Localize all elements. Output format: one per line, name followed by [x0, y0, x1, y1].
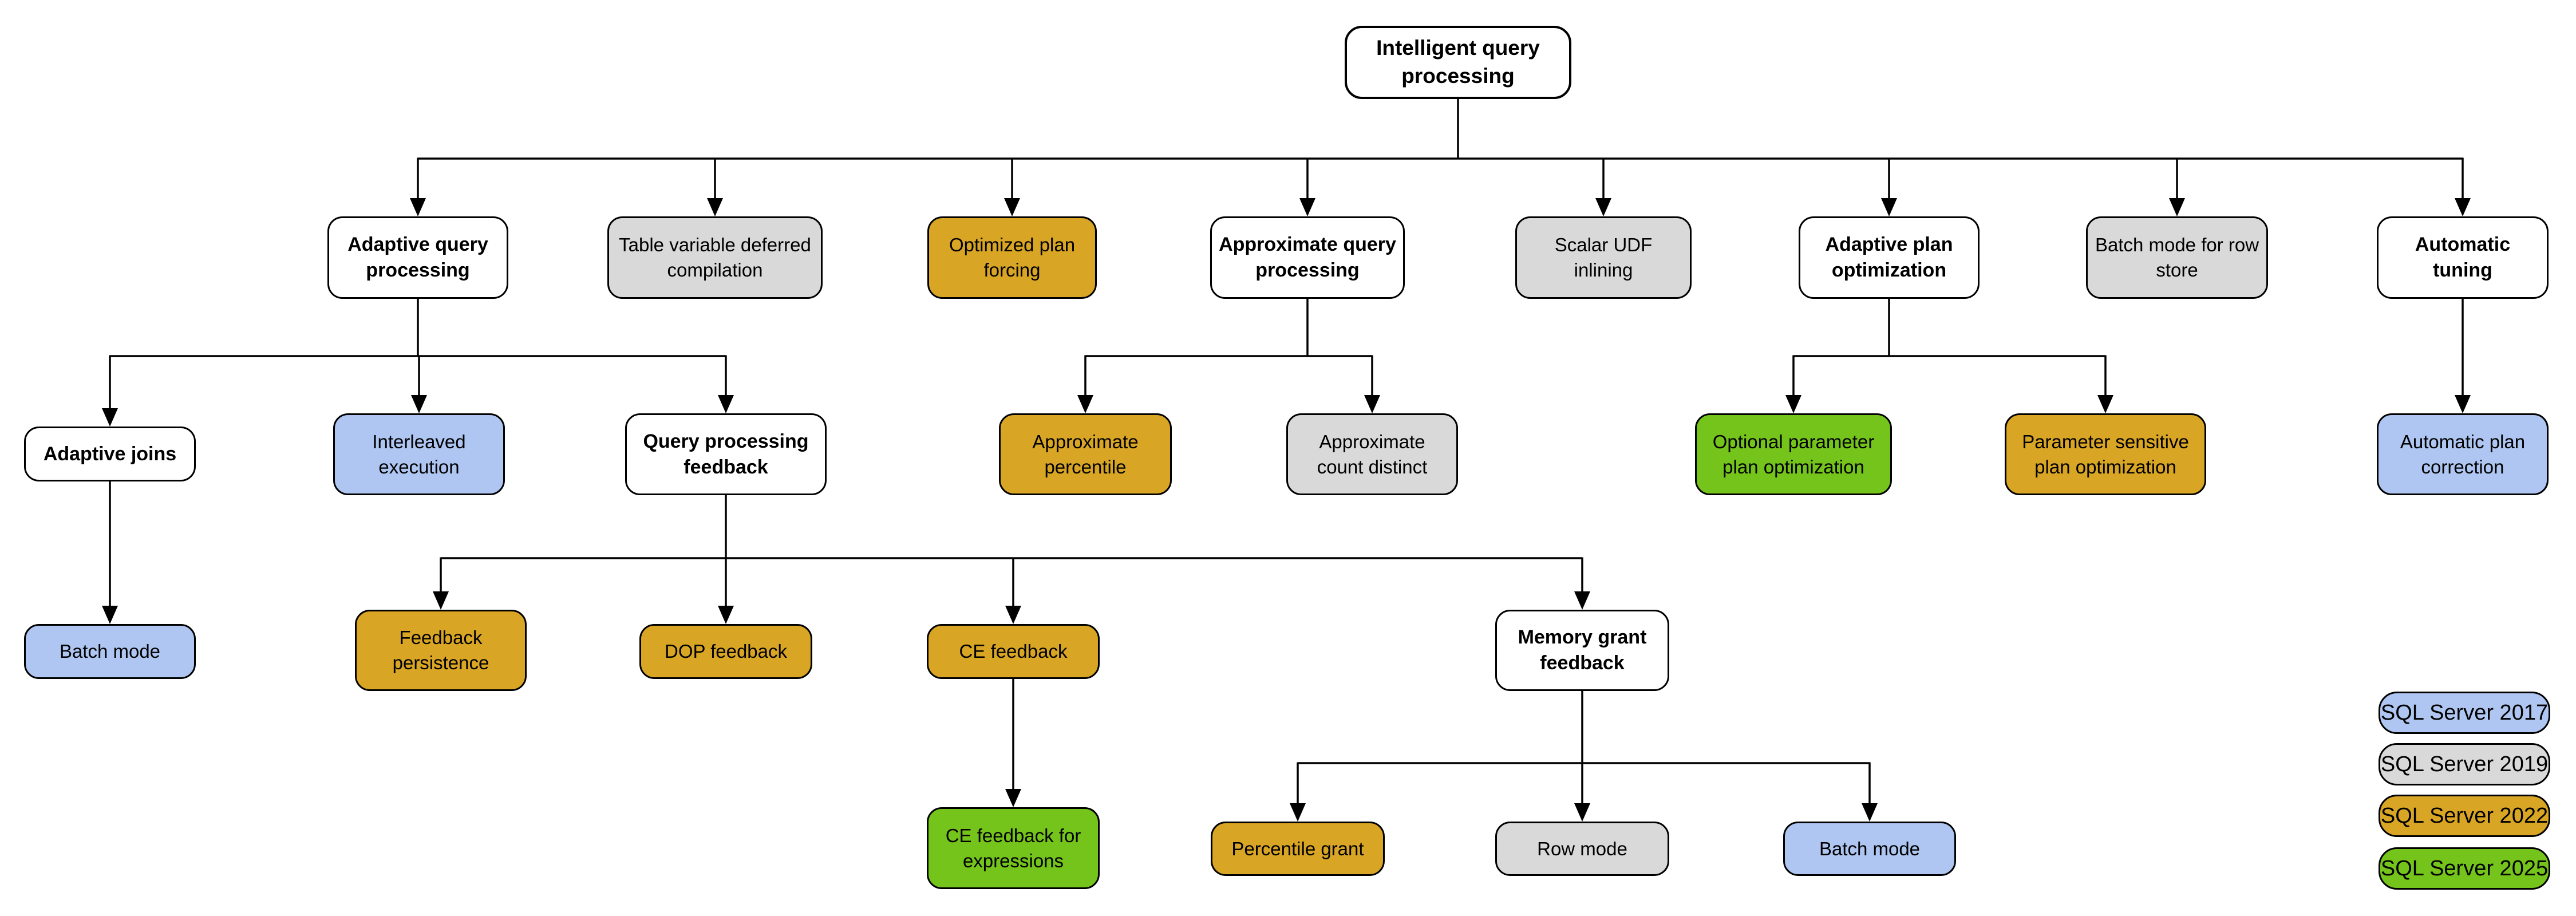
- arrowhead-icon: [2169, 198, 2185, 216]
- legend-item-sql2022: SQL Server 2022: [2379, 795, 2550, 837]
- node-cef: CE feedback: [927, 624, 1100, 679]
- node-label: Parameter sensitive plan optimization: [2022, 431, 2189, 477]
- node-acd: Approximate count distinct: [1286, 413, 1458, 495]
- arrowhead-icon: [102, 408, 118, 427]
- node-apc: Automatic plan correction: [2377, 413, 2549, 495]
- arrowhead-icon: [1299, 198, 1315, 216]
- node-label: Automatic tuning: [2415, 234, 2511, 281]
- node-cefe: CE feedback for expressions: [927, 807, 1100, 889]
- arrowhead-icon: [433, 591, 449, 610]
- node-label: Adaptive plan optimization: [1825, 234, 1953, 281]
- node-bmrs: Batch mode for row store: [2086, 216, 2268, 299]
- legend-item-sql2017: SQL Server 2017: [2379, 692, 2550, 734]
- arrowhead-icon: [1574, 803, 1590, 822]
- node-label: Row mode: [1537, 838, 1627, 859]
- node-label: Automatic plan correction: [2400, 431, 2526, 477]
- arrowhead-icon: [2097, 395, 2113, 413]
- node-bm2: Batch mode: [1783, 822, 1956, 876]
- arrowhead-icon: [1862, 803, 1878, 822]
- legend-item-sql2019: SQL Server 2019: [2379, 743, 2550, 785]
- node-label: Feedback persistence: [392, 627, 489, 673]
- legend-label: SQL Server 2017: [2380, 700, 2549, 725]
- arrowhead-icon: [1004, 198, 1020, 216]
- node-tvdc: Table variable deferred compilation: [607, 216, 823, 299]
- arrowhead-icon: [102, 606, 118, 624]
- node-bm1: Batch mode: [24, 624, 196, 679]
- arrowhead-icon: [1364, 395, 1380, 413]
- legend-label: SQL Server 2022: [2380, 803, 2549, 828]
- node-at: Automatic tuning: [2377, 216, 2549, 299]
- legend-item-sql2025: SQL Server 2025: [2379, 847, 2550, 890]
- arrowhead-icon: [1595, 198, 1611, 216]
- node-ie: Interleaved execution: [333, 413, 505, 495]
- node-label: CE feedback: [959, 641, 1068, 662]
- node-label: Optional parameter plan optimization: [1712, 431, 1875, 477]
- legend-label: SQL Server 2019: [2380, 752, 2549, 776]
- arrowhead-icon: [1077, 395, 1093, 413]
- arrowhead-icon: [718, 395, 734, 413]
- node-opf: Optimized plan forcing: [927, 216, 1097, 299]
- node-ap: Approximate percentile: [999, 413, 1172, 495]
- node-label: Optimized plan forcing: [949, 234, 1076, 281]
- arrowhead-icon: [1785, 395, 1801, 413]
- arrowhead-icon: [707, 198, 723, 216]
- node-mgf: Memory grant feedback: [1495, 610, 1669, 691]
- node-label: DOP feedback: [664, 641, 788, 662]
- node-label: Interleaved execution: [372, 431, 466, 477]
- arrowhead-icon: [1881, 198, 1897, 216]
- node-label: Batch mode: [1819, 838, 1921, 859]
- node-label: Adaptive query processing: [347, 234, 488, 281]
- arrowhead-icon: [2455, 198, 2471, 216]
- node-label: Scalar UDF inlining: [1554, 234, 1653, 281]
- arrowhead-icon: [410, 198, 426, 216]
- node-label: Adaptive joins: [43, 443, 177, 465]
- node-pspo: Parameter sensitive plan optimization: [2005, 413, 2206, 495]
- node-dop: DOP feedback: [639, 624, 812, 679]
- arrowhead-icon: [2455, 395, 2471, 413]
- node-label: Approximate percentile: [1032, 431, 1139, 477]
- node-label: Percentile grant: [1231, 838, 1364, 859]
- node-label: Approximate query processing: [1219, 234, 1396, 281]
- node-oppo: Optional parameter plan optimization: [1695, 413, 1892, 495]
- node-label: Query processing feedback: [643, 430, 809, 478]
- node-aqproc: Approximate query processing: [1210, 216, 1405, 299]
- node-label: Table variable deferred compilation: [619, 234, 811, 281]
- node-label: Intelligent query processing: [1376, 36, 1540, 88]
- node-label: Memory grant feedback: [1518, 626, 1647, 674]
- node-aqp: Adaptive query processing: [327, 216, 508, 299]
- arrowhead-icon: [1005, 789, 1021, 807]
- node-label: CE feedback for expressions: [945, 824, 1081, 871]
- arrowhead-icon: [718, 606, 734, 624]
- node-label: Batch mode: [59, 641, 161, 662]
- node-label: Batch mode for row store: [2095, 234, 2259, 281]
- arrowhead-icon: [1574, 591, 1590, 610]
- node-qpf: Query processing feedback: [625, 413, 827, 495]
- node-aj: Adaptive joins: [24, 427, 196, 481]
- arrowhead-icon: [411, 395, 427, 413]
- legend-label: SQL Server 2025: [2380, 856, 2549, 881]
- node-root: Intelligent query processing: [1345, 26, 1571, 99]
- node-sui: Scalar UDF inlining: [1515, 216, 1692, 299]
- node-pg: Percentile grant: [1211, 822, 1385, 876]
- node-fp: Feedback persistence: [355, 610, 527, 691]
- arrowhead-icon: [1005, 606, 1021, 624]
- node-label: Approximate count distinct: [1317, 431, 1428, 477]
- arrowhead-icon: [1290, 803, 1306, 822]
- node-rm: Row mode: [1495, 822, 1669, 876]
- node-apo: Adaptive plan optimization: [1799, 216, 1980, 299]
